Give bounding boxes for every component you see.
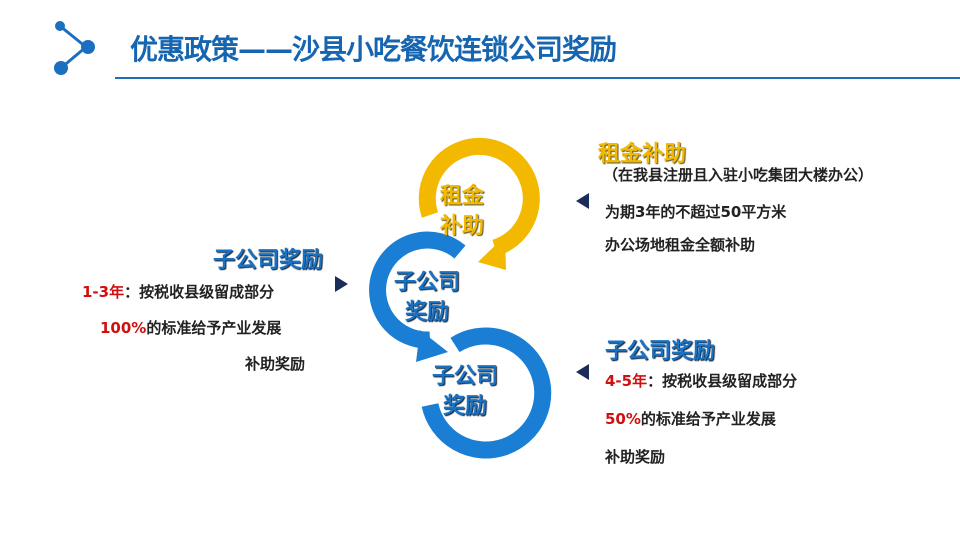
pointer-left-icon xyxy=(576,193,589,209)
rent-line1: 为期3年的不超过50平方米 xyxy=(605,203,787,221)
right-line1: 4-5年：按税收县级留成部分 xyxy=(605,372,798,390)
ring-label-rent: 租金补助 xyxy=(440,184,485,239)
left-line2: 100%的标准给予产业发展 xyxy=(100,319,282,337)
ring-rent-subsidy xyxy=(418,137,540,270)
left-line1: 1-3年：按税收县级留成部分 xyxy=(82,283,275,301)
title-divider xyxy=(115,77,960,79)
right-line2: 50%的标准给予产业发展 xyxy=(605,410,776,428)
rent-note: （在我县注册且入驻小吃集团大楼办公） xyxy=(603,166,874,184)
rent-line2: 办公场地租金全额补助 xyxy=(605,236,756,254)
pointer-right-icon xyxy=(335,276,348,292)
left-line3: 补助奖励 xyxy=(245,355,306,373)
ring-label-subsidiary-1: 子公司奖励 xyxy=(394,270,461,325)
left-heading: 子公司奖励 xyxy=(213,248,324,273)
ring-label-subsidiary-2: 子公司奖励 xyxy=(432,364,499,419)
pointer-left-icon xyxy=(576,364,589,380)
page-title: 优惠政策——沙县小吃餐饮连锁公司奖励 xyxy=(130,33,617,66)
right-line3: 补助奖励 xyxy=(605,448,666,466)
rent-heading: 租金补助 xyxy=(598,142,687,167)
right-heading: 子公司奖励 xyxy=(605,339,716,364)
share-network-icon xyxy=(54,21,95,75)
ring-subsidiary-2 xyxy=(421,327,552,459)
ring-subsidiary-1 xyxy=(369,231,466,362)
